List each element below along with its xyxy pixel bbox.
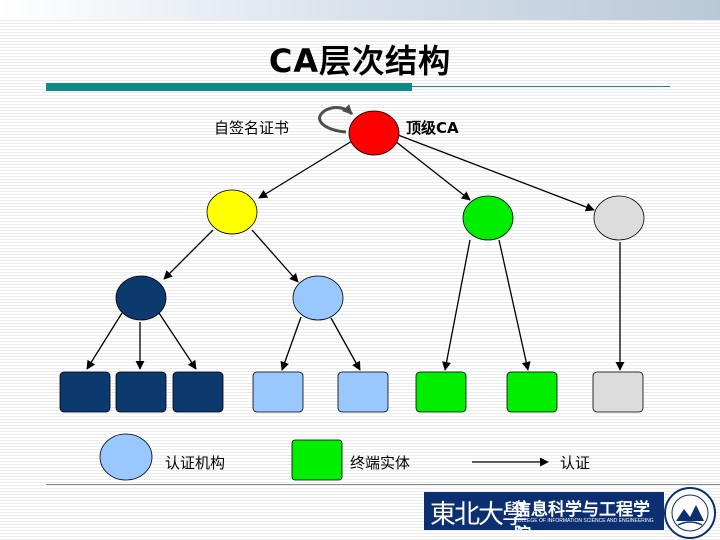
root-ca-label: 顶级CA — [406, 119, 459, 137]
self-sign-curved-arrow — [318, 104, 354, 134]
university-calligraphy: 東北大學 — [430, 500, 528, 530]
end-entity-green-1 — [415, 371, 467, 413]
edge-green-to-box7 — [498, 239, 531, 371]
edge-root-to-green — [394, 140, 471, 201]
edge-navy-to-box1 — [86, 312, 123, 370]
college-name-en: COLLEGE OF INFORMATION SCIENCE AND ENGIN… — [514, 518, 654, 524]
title-accent-line — [412, 86, 670, 87]
college-name-cn: 信息科学与工程学院 — [514, 500, 650, 530]
edge-navy-to-box3 — [158, 312, 197, 370]
sub-ca-lightblue — [292, 275, 344, 321]
legend-end-entity-icon — [291, 439, 343, 481]
top-gradient-bar — [0, 0, 720, 20]
end-entity-green-2 — [506, 371, 558, 413]
edge-lightblue-to-box5 — [330, 317, 361, 371]
end-entity-gray-1 — [592, 371, 644, 413]
end-entity-lightblue-2 — [337, 371, 389, 413]
page-title: CA层次结构 — [268, 42, 452, 80]
intermediate-ca-gray — [593, 195, 645, 241]
college-logo: 東北大學 信息科学与工程学院 COLLEGE OF INFORMATION SC… — [424, 492, 664, 530]
end-entity-lightblue-1 — [252, 371, 304, 413]
end-entity-navy-1 — [59, 371, 111, 413]
edge-root-to-gray — [397, 134, 595, 212]
sub-ca-navy — [115, 275, 167, 321]
intermediate-ca-green — [462, 195, 514, 241]
end-entity-navy-2 — [115, 371, 167, 413]
edge-green-to-box6 — [442, 239, 471, 371]
edge-yellow-to-lightblue — [251, 229, 299, 283]
footer-divider — [46, 484, 720, 485]
root-ca-node — [348, 110, 400, 156]
intermediate-ca-yellow — [206, 189, 258, 235]
legend-ca-label: 认证机构 — [165, 454, 226, 472]
legend-cert-label: 认证 — [560, 454, 591, 472]
edge-root-to-yellow — [258, 140, 353, 199]
legend-ca-icon — [99, 433, 153, 481]
legend-end-entity-label: 终端实体 — [350, 454, 411, 472]
end-entity-navy-3 — [172, 371, 224, 413]
edge-yellow-to-navy — [163, 229, 214, 280]
edge-lightblue-to-box4 — [280, 316, 302, 371]
self-signed-label: 自签名证书 — [214, 119, 290, 137]
title-accent-bar — [46, 83, 412, 91]
university-emblem-icon — [664, 487, 716, 539]
